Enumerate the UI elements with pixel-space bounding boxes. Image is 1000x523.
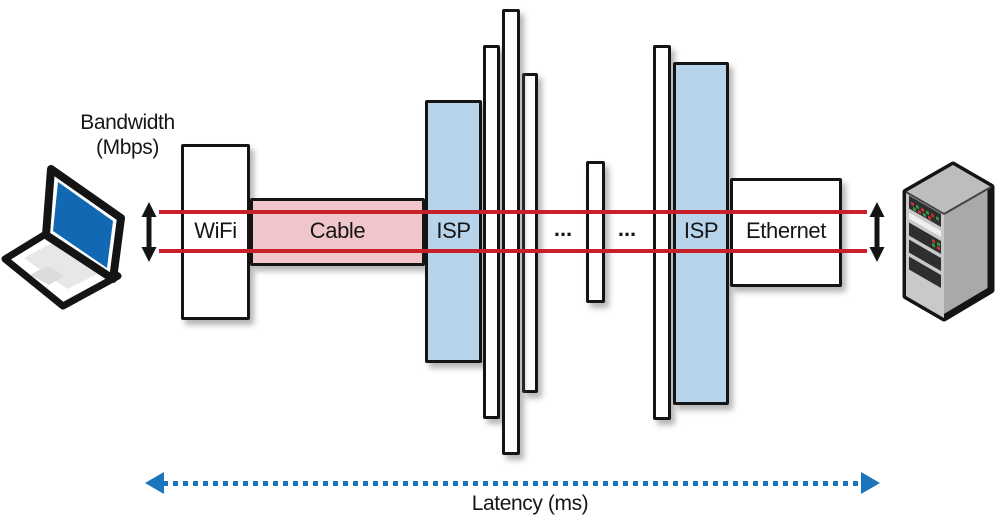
bandwidth-axis-label: Bandwidth (Mbps) xyxy=(55,110,200,160)
segment-isp-left: ISP xyxy=(425,100,482,363)
segment-label-ethernet: Ethernet xyxy=(746,218,826,243)
segment-isp-right: ISP xyxy=(673,62,729,405)
bandwidth-arrow-right xyxy=(869,202,885,262)
laptop-icon xyxy=(1,165,125,310)
hop-bar-5 xyxy=(653,45,671,420)
segment-cable: Cable xyxy=(250,198,425,266)
ellipsis-right: ... xyxy=(617,216,637,241)
hop-bar-4 xyxy=(586,161,605,303)
hop-bar-2 xyxy=(502,9,520,455)
segment-wifi: WiFi xyxy=(181,144,250,320)
latency-arrowhead-right xyxy=(861,472,880,494)
segment-label-isp-right: ISP xyxy=(683,218,719,243)
throughput-line-bottom xyxy=(159,249,867,253)
server-icon xyxy=(902,161,995,322)
throughput-line-top xyxy=(159,210,867,214)
hop-bar-3 xyxy=(522,73,538,393)
segment-label-wifi: WiFi xyxy=(194,218,237,243)
ellipsis-left: ... xyxy=(553,216,573,241)
bandwidth-axis-line1: Bandwidth xyxy=(80,111,175,134)
bandwidth-axis-line2: (Mbps) xyxy=(96,136,159,159)
segment-label-isp-left: ISP xyxy=(436,218,471,243)
latency-arrowhead-left xyxy=(145,472,164,494)
segment-ethernet: Ethernet xyxy=(730,178,842,287)
bandwidth-arrow-left xyxy=(141,202,157,262)
segment-label-cable: Cable xyxy=(309,218,366,243)
hop-bar-1 xyxy=(483,45,500,419)
latency-arrow-line xyxy=(163,481,863,486)
latency-axis-label: Latency (ms) xyxy=(471,492,589,515)
